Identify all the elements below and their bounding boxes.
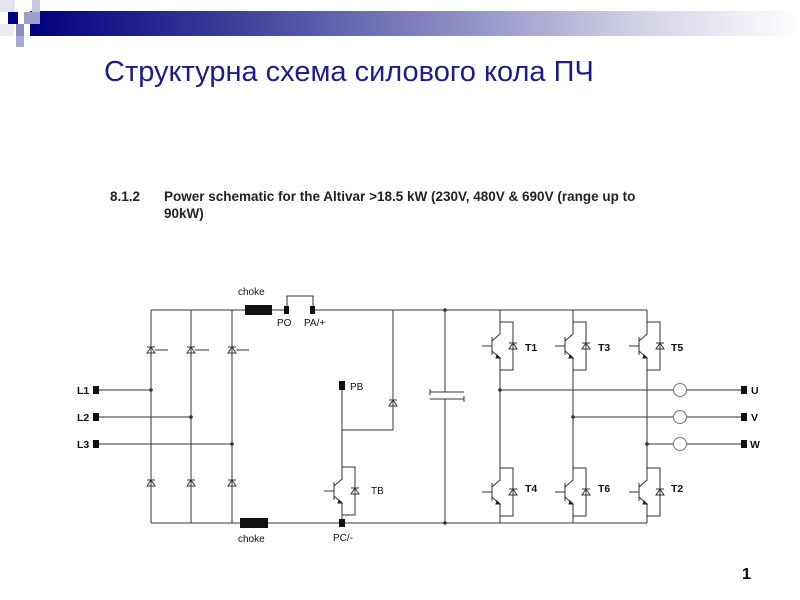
decor-square bbox=[16, 24, 24, 36]
output-label-u: U bbox=[751, 385, 759, 397]
section-heading: 8.1.2 Power schematic for the Altivar >18… bbox=[110, 188, 635, 222]
brake-transistor-label: TB bbox=[371, 486, 384, 497]
section-heading-line2: 90kW) bbox=[164, 206, 204, 221]
terminal-pa bbox=[310, 306, 315, 314]
current-sensor-icon bbox=[673, 437, 687, 451]
section-heading-line1: Power schematic for the Altivar >18.5 kW… bbox=[164, 189, 636, 204]
terminal-pc-label: PC/- bbox=[333, 533, 353, 544]
transistor-label-t4: T4 bbox=[525, 483, 537, 495]
choke-bottom-label: choke bbox=[238, 534, 265, 545]
input-label-l2: L2 bbox=[77, 412, 89, 424]
terminal-w bbox=[741, 440, 747, 448]
transistor-label-t6: T6 bbox=[598, 483, 610, 495]
terminal-l3 bbox=[93, 440, 99, 448]
dc-capacitor-icon bbox=[429, 308, 465, 525]
terminal-po bbox=[284, 306, 289, 314]
output-label-w: W bbox=[750, 439, 760, 451]
slide-title: Структурна схема силового кола ПЧ bbox=[104, 56, 594, 88]
dc-bus-top bbox=[151, 295, 647, 311]
rectifier-bridge bbox=[99, 310, 249, 523]
terminal-l2 bbox=[93, 413, 99, 421]
terminal-pc bbox=[339, 519, 345, 527]
terminal-l1 bbox=[93, 386, 99, 394]
choke-top-label: choke bbox=[238, 287, 265, 298]
transistor-label-t1: T1 bbox=[525, 342, 537, 354]
igbt-icon bbox=[554, 321, 591, 371]
igbt-icon bbox=[481, 321, 518, 371]
current-sensor-icon bbox=[673, 410, 687, 424]
terminal-po-label: PO bbox=[277, 318, 292, 329]
decor-square bbox=[16, 36, 24, 47]
decor-square bbox=[8, 12, 18, 24]
terminal-v bbox=[741, 413, 747, 421]
current-sensor-icon bbox=[673, 383, 687, 397]
transistor-label-t2: T2 bbox=[671, 483, 683, 495]
input-label-l1: L1 bbox=[77, 385, 89, 397]
inverter-bridge bbox=[481, 310, 742, 523]
igbt-icon bbox=[481, 467, 518, 517]
input-label-l3: L3 bbox=[77, 439, 89, 451]
braking-circuit bbox=[323, 310, 398, 523]
decor-square bbox=[24, 12, 40, 24]
igbt-icon bbox=[628, 467, 665, 517]
header-gradient-bar bbox=[30, 11, 800, 36]
terminal-pb-label: PB bbox=[350, 382, 364, 393]
igbt-icon bbox=[628, 321, 665, 371]
terminal-u bbox=[741, 386, 747, 394]
section-number: 8.1.2 bbox=[110, 189, 141, 204]
choke-bottom-icon bbox=[240, 518, 268, 528]
output-label-v: V bbox=[751, 412, 758, 424]
transistor-label-t5: T5 bbox=[671, 342, 683, 354]
choke-top-icon bbox=[245, 305, 272, 315]
decor-square bbox=[0, 24, 14, 36]
terminal-pa-label: PA/+ bbox=[304, 318, 325, 329]
page-number: 1 bbox=[742, 566, 751, 583]
decor-square bbox=[32, 0, 40, 12]
igbt-icon bbox=[554, 467, 591, 517]
terminal-pb bbox=[339, 381, 345, 390]
transistor-label-t3: T3 bbox=[598, 342, 610, 354]
brake-transistor-icon bbox=[323, 466, 360, 516]
decor-square bbox=[0, 0, 15, 12]
